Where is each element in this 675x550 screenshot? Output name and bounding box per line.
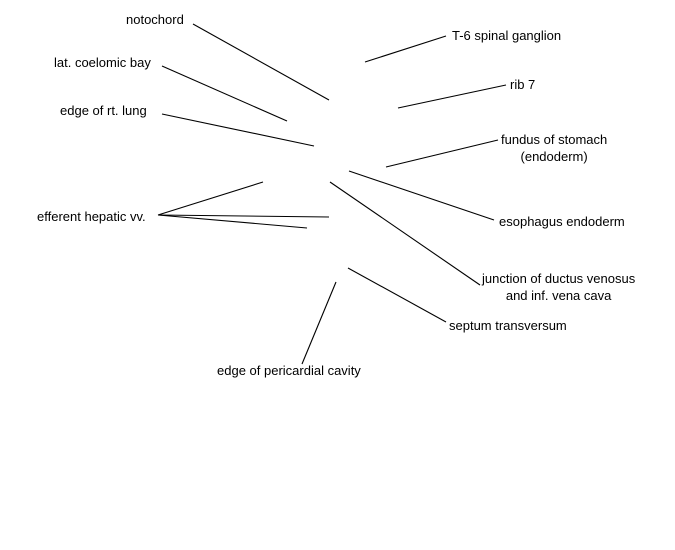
label-efferent-hepatic-vv: efferent hepatic vv. — [37, 209, 146, 224]
label-junction-ductus-venosus: junction of ductus venosus and inf. vena… — [482, 270, 635, 304]
label-rib-7: rib 7 — [510, 77, 536, 92]
label-junction-ductus-venosus-line2: and inf. vena cava — [505, 288, 612, 303]
leader-septum — [347, 267, 447, 323]
label-lat-coelomic-bay: lat. coelomic bay — [54, 55, 151, 70]
leader-spinal-ganglion — [364, 35, 447, 63]
label-t6-spinal-ganglion: T-6 spinal ganglion — [452, 28, 562, 43]
label-fundus-of-stomach-line1: fundus of stomach — [501, 132, 608, 147]
label-junction-ductus-venosus-line1: junction of ductus venosus — [482, 271, 636, 286]
leader-notochord — [192, 23, 330, 101]
label-fundus-of-stomach: fundus of stomach (endoderm) — [501, 131, 607, 165]
leader-coelomic-bay — [161, 65, 288, 122]
leader-hepatic-1 — [157, 181, 264, 216]
label-esophagus-endoderm: esophagus endoderm — [499, 214, 625, 229]
leader-pericardial-cavity — [301, 281, 337, 365]
leader-hepatic-3 — [157, 214, 308, 229]
leader-hepatic-2 — [157, 214, 330, 218]
label-edge-of-rt-lung: edge of rt. lung — [60, 103, 147, 118]
leader-ductus — [329, 181, 481, 286]
leader-rt-lung — [161, 113, 315, 147]
leader-stomach — [385, 139, 499, 168]
label-septum-transversum: septum transversum — [449, 318, 567, 333]
label-notochord: notochord — [126, 12, 184, 27]
leader-esophagus — [348, 170, 495, 221]
label-fundus-of-stomach-line2: (endoderm) — [520, 149, 588, 164]
leader-rib — [397, 84, 507, 109]
label-edge-of-pericardial-cavity: edge of pericardial cavity — [217, 363, 361, 378]
